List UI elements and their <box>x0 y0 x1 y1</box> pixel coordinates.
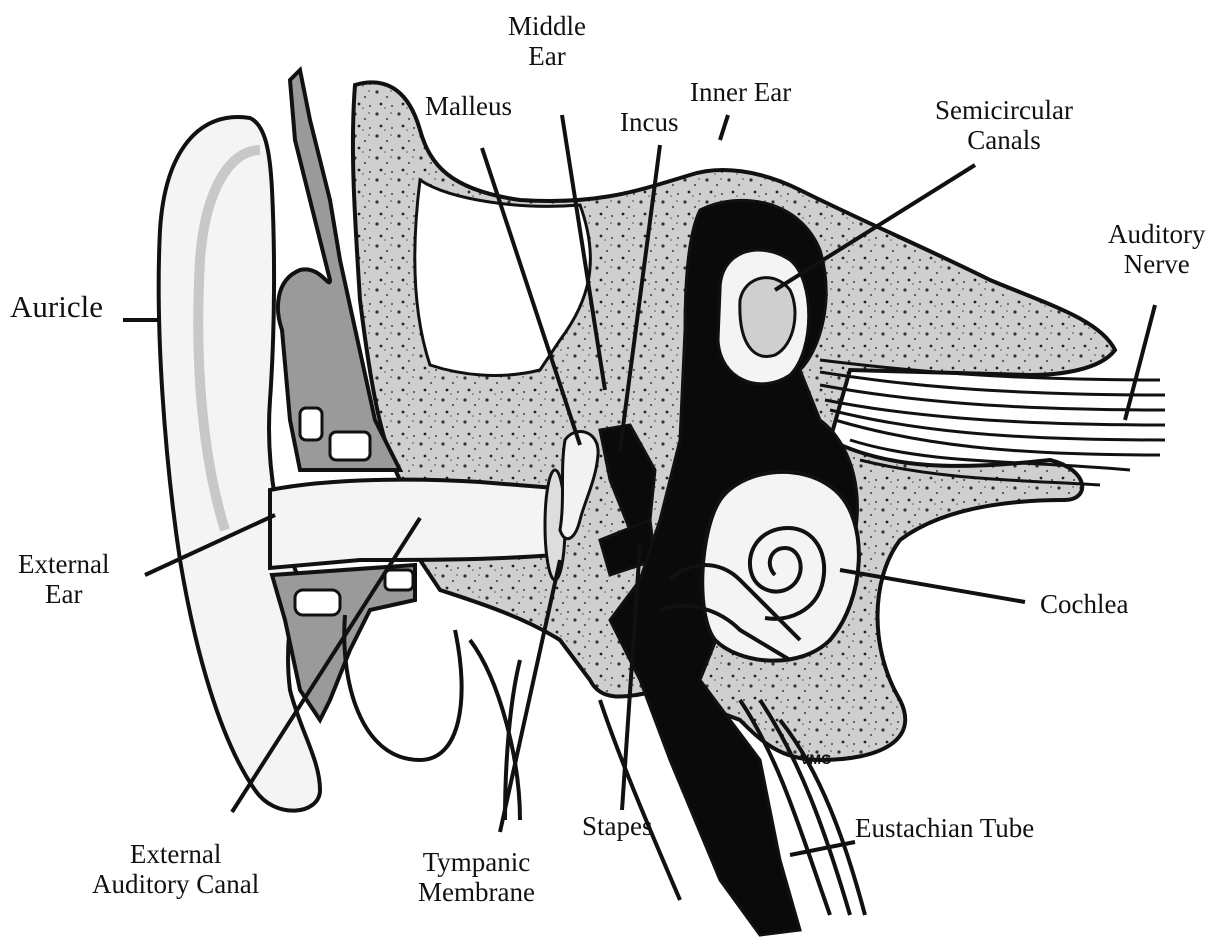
label-middle-ear: Middle Ear <box>508 12 586 71</box>
label-auditory-nerve: Auditory Nerve <box>1108 220 1206 279</box>
cartilage-gap-2 <box>330 432 370 460</box>
label-external-ear: External Ear <box>18 550 109 609</box>
label-eustachian-tube: Eustachian Tube <box>855 814 1034 844</box>
label-external-auditory-canal: External Auditory Canal <box>92 840 259 899</box>
leader-auditory-nerve <box>1125 305 1155 420</box>
auricle-shape <box>159 117 320 811</box>
cartilage-gap-4 <box>385 570 413 590</box>
label-inner-ear: Inner Ear <box>690 78 791 108</box>
cartilage-gap-1 <box>300 408 322 440</box>
label-semicircular-canals: Semicircular Canals <box>935 96 1073 155</box>
cochlea-shape <box>702 472 859 661</box>
label-malleus: Malleus <box>425 92 512 122</box>
leader-inner-ear <box>720 115 728 140</box>
label-tympanic-membrane: Tympanic Membrane <box>418 848 535 907</box>
external-auditory-canal <box>270 480 555 568</box>
label-auricle: Auricle <box>10 290 103 324</box>
artist-signature: VMC <box>800 752 831 767</box>
semicircular-canal-inner <box>740 278 795 357</box>
cartilage-gap-3 <box>295 590 340 615</box>
label-cochlea: Cochlea <box>1040 590 1128 620</box>
label-stapes: Stapes <box>582 812 653 842</box>
label-incus: Incus <box>620 108 678 138</box>
